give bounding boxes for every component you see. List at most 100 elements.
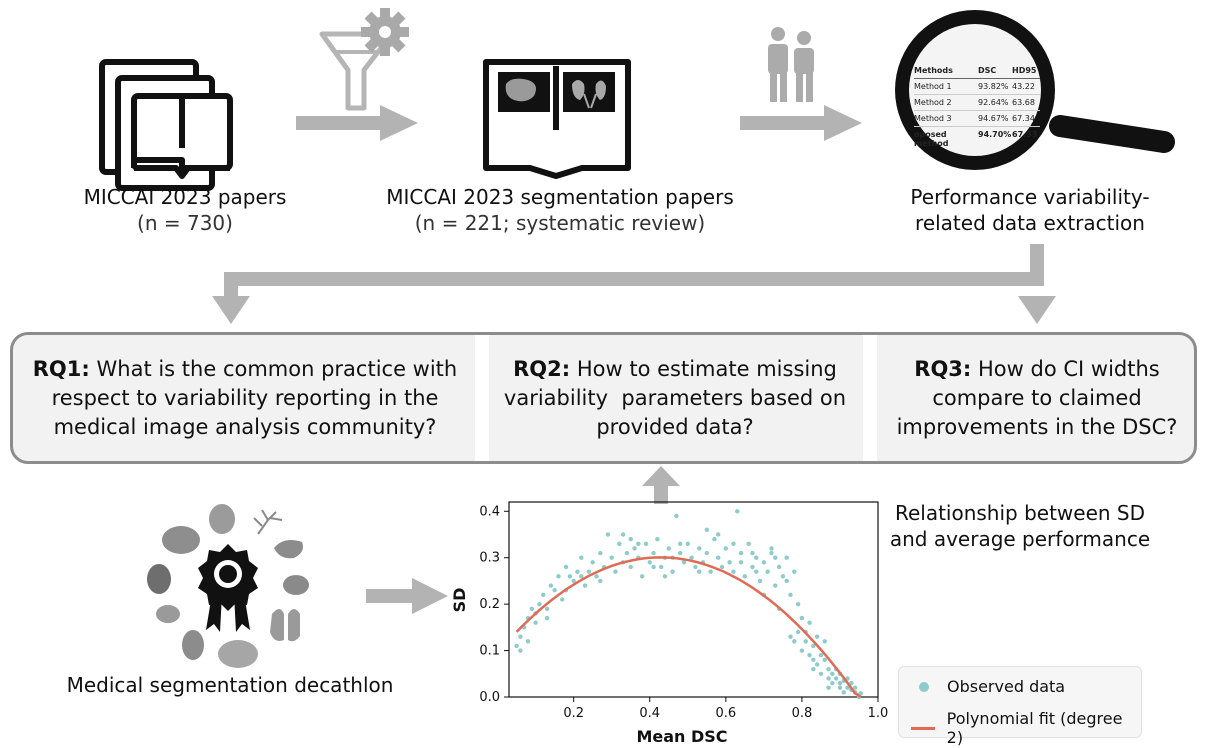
points-layer — [514, 509, 864, 700]
data-point — [792, 569, 797, 574]
data-point — [826, 666, 831, 672]
chart-caption-line1: Relationship between SD — [894, 501, 1146, 525]
data-point — [788, 592, 793, 598]
data-point — [723, 546, 729, 551]
data-point — [670, 569, 675, 574]
data-point — [757, 578, 763, 584]
data-point — [674, 513, 679, 519]
data-point — [617, 541, 622, 546]
data-point — [814, 662, 820, 667]
data-point — [628, 564, 633, 570]
data-point — [818, 653, 824, 658]
data-point — [731, 541, 736, 546]
data-point — [849, 680, 854, 686]
arrow-chart-to-rq2 — [642, 466, 680, 504]
data-point — [761, 560, 767, 565]
data-point — [811, 666, 816, 672]
rq1-tag: RQ1: — [32, 357, 90, 381]
data-point — [518, 634, 523, 639]
data-point — [750, 564, 755, 570]
data-point — [594, 574, 599, 579]
data-point — [788, 634, 793, 639]
data-point — [582, 583, 588, 588]
data-point — [822, 657, 827, 663]
data-point — [704, 550, 710, 556]
mag-cell: 93.82% — [978, 82, 1009, 91]
data-point — [841, 690, 846, 695]
data-point — [826, 676, 831, 681]
step2-caption: MICCAI 2023 segmentation papers (n = 221… — [360, 184, 760, 236]
rq-separator — [863, 335, 877, 461]
data-point — [636, 541, 641, 546]
x-tick-label: 0.2 — [563, 706, 584, 721]
brain-icon — [162, 526, 200, 554]
data-point — [632, 546, 637, 551]
data-point — [552, 588, 557, 593]
gear-icon — [361, 8, 409, 56]
data-point — [598, 550, 603, 556]
data-point — [624, 550, 630, 556]
data-point — [773, 583, 778, 588]
polynomial-fit-line — [515, 556, 862, 699]
legend-item-fit: Polynomial fit (degree 2) — [911, 709, 1141, 747]
legend-dot-marker — [919, 681, 929, 692]
data-point — [784, 578, 789, 584]
x-tick-label: 0.4 — [639, 706, 660, 721]
data-point — [799, 615, 805, 621]
data-point — [575, 569, 580, 574]
rq2-tag: RQ2: — [513, 357, 571, 381]
table-row: Method 2 92.64% 63.68 — [914, 95, 1040, 111]
data-point — [563, 564, 569, 570]
step2-title: MICCAI 2023 segmentation papers — [386, 185, 734, 209]
data-point — [571, 578, 576, 584]
decathlon-label: Medical segmentation decathlon — [66, 673, 394, 697]
data-point — [716, 532, 721, 537]
prostate-icon — [147, 564, 171, 594]
data-point — [811, 657, 816, 663]
rq3-line1: How do CI widths — [978, 357, 1160, 381]
rq1-line2: respect to variability reporting in the — [51, 386, 439, 410]
data-point — [529, 606, 535, 611]
data-point — [525, 639, 531, 644]
lungs-icon — [270, 609, 300, 642]
data-point — [697, 569, 702, 574]
data-point — [708, 569, 713, 574]
data-point — [773, 555, 778, 560]
rq2-line3: provided data? — [596, 415, 754, 439]
step3-caption: Performance variability- related data ex… — [880, 184, 1180, 236]
data-point — [830, 671, 835, 676]
data-point — [765, 569, 770, 574]
data-point — [651, 564, 656, 570]
rq1-line3: medical image analysis community? — [53, 415, 437, 439]
decathlon-organs — [147, 504, 309, 668]
rq2-line1: How to estimate missing — [576, 357, 837, 381]
y-tick-label: 0.3 — [479, 551, 500, 566]
data-point — [769, 550, 774, 556]
data-point — [666, 546, 671, 551]
data-point — [776, 564, 782, 570]
rq2-text: RQ2: How to estimate missing variability… — [491, 355, 859, 442]
mag-cell: 63.68 — [1012, 98, 1035, 107]
step1-subtitle: (n = 730) — [137, 211, 233, 235]
rq3-line3: improvements in the DSC? — [896, 415, 1178, 439]
rq1-text: RQ1: What is the common practice with re… — [19, 355, 471, 442]
data-point — [799, 648, 805, 653]
data-point — [754, 555, 759, 560]
data-point — [784, 555, 789, 560]
data-point — [704, 527, 710, 533]
research-questions-box: RQ1: What is the common practice with re… — [10, 332, 1197, 464]
data-point — [731, 569, 736, 574]
data-point — [837, 680, 843, 686]
magnifier-table: Methods DSC HD95 Method 1 93.82% 43.22 M… — [914, 66, 1040, 151]
data-point — [746, 541, 751, 546]
magnifying-glass-icon — [895, 10, 1175, 170]
liver-icon — [274, 540, 303, 559]
data-point — [712, 536, 717, 542]
data-point — [792, 639, 797, 644]
step3-line1: Performance variability- — [910, 185, 1150, 209]
table-row: Method 3 94.67% 67.34 — [914, 111, 1040, 127]
data-point — [544, 606, 550, 611]
data-point — [628, 536, 633, 542]
data-point — [548, 583, 554, 588]
